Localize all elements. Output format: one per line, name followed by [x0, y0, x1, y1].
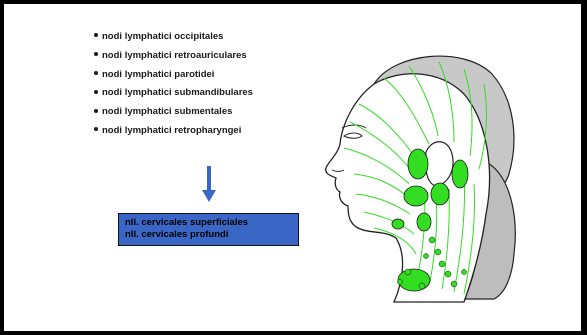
- list-item-label: nodi lymphatici parotidei: [102, 69, 214, 80]
- cervical-nodes-box: nll. cervicales superficiales nll. cervi…: [118, 213, 299, 246]
- list-item-label: nodi lymphatici retropharyngei: [102, 125, 241, 136]
- list-item: nodi lymphatici occipitales: [94, 28, 253, 47]
- box-line-superficial: nll. cervicales superficiales: [125, 217, 298, 229]
- list-item-label: nodi lymphatici submentales: [102, 106, 232, 117]
- bullet-icon: [94, 109, 98, 113]
- jugular-nodes: [431, 183, 449, 205]
- list-item: nodi lymphatici submandibulares: [94, 84, 253, 103]
- list-item-label: nodi lymphatici retroauriculares: [102, 50, 247, 61]
- bullet-icon: [94, 52, 98, 56]
- list-item: nodi lymphatici retropharyngei: [94, 122, 253, 141]
- parotid-nodes: [408, 149, 428, 179]
- deep-cervical-nodes: [417, 213, 431, 231]
- bullet-icon: [94, 33, 98, 37]
- list-item: nodi lymphatici parotidei: [94, 66, 253, 85]
- supraclavicular-nodes: [398, 269, 430, 291]
- bullet-icon: [94, 127, 98, 131]
- bullet-icon: [94, 71, 98, 75]
- lymph-node-list: nodi lymphatici occipitales nodi lymphat…: [94, 28, 253, 141]
- list-item-label: nodi lymphatici occipitales: [102, 31, 223, 42]
- submandibular-nodes: [404, 186, 428, 206]
- retroauricular-nodes: [452, 160, 468, 188]
- head-lymph-illustration: [314, 44, 524, 306]
- submental-nodes: [392, 219, 404, 229]
- bullet-icon: [94, 90, 98, 94]
- down-arrow-icon: [202, 166, 216, 202]
- list-item: nodi lymphatici retroauriculares: [94, 47, 253, 66]
- box-line-profundi: nll. cervicales profundi: [125, 229, 298, 241]
- slide: nodi lymphatici occipitales nodi lymphat…: [4, 4, 581, 331]
- list-item: nodi lymphatici submentales: [94, 103, 253, 122]
- list-item-label: nodi lymphatici submandibulares: [102, 87, 253, 98]
